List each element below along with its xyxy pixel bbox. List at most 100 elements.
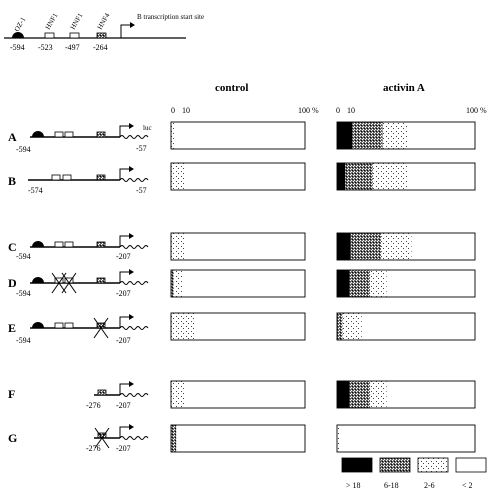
bar-segment-d-activin-c2_6 xyxy=(370,270,387,297)
construct-b-left: -574 xyxy=(28,186,43,195)
transcription-arrowhead xyxy=(130,22,135,28)
control-scale-ten: 10 xyxy=(182,106,190,115)
bar-segment-e-control-lt2 xyxy=(195,313,305,340)
construct-label-d: D xyxy=(8,276,17,290)
bar-segment-e-activin-lt2 xyxy=(361,313,475,340)
legend-label: 6-18 xyxy=(384,481,399,490)
construct-e-left: -594 xyxy=(16,336,31,345)
construct-a-left: -594 xyxy=(16,145,31,154)
bar-segment-f-control-lt2 xyxy=(184,381,305,408)
bar-outline-g-activin xyxy=(336,424,476,453)
bar-segment-a-activin-c2_6 xyxy=(382,122,408,149)
header-position: -523 xyxy=(38,43,53,52)
bar-outline-e-control xyxy=(170,312,306,341)
activin-scale-ten: 10 xyxy=(347,106,355,115)
control-column-title: control xyxy=(215,82,248,94)
construct-f-diagram xyxy=(94,381,149,397)
bar-segment-c-control-c2_6 xyxy=(171,233,185,260)
bar-outline-f-control xyxy=(170,380,306,409)
bar-outline-d-activin xyxy=(336,269,476,298)
header-position: -497 xyxy=(65,43,80,52)
construct-d-right: -207 xyxy=(116,289,131,298)
bar-segment-b-control-lt2 xyxy=(184,163,305,190)
construct-d-diagram xyxy=(30,269,149,294)
legend-label: > 18 xyxy=(346,481,361,490)
bar-outline-c-activin xyxy=(336,232,476,261)
bar-segment-c-activin-gt18 xyxy=(337,233,351,260)
bar-segment-d-control-c6_18 xyxy=(171,270,174,297)
bar-segment-b-activin-c2_6 xyxy=(372,163,408,190)
bar-outline-f-activin xyxy=(336,380,476,409)
construct-g-right: -207 xyxy=(116,444,131,453)
oz1-element xyxy=(12,32,24,38)
control-scale-zero: 0 xyxy=(171,106,175,115)
bar-segment-b-activin-lt2 xyxy=(407,163,475,190)
bar-segment-g-activin-lt2 xyxy=(339,425,475,452)
bar-segment-b-control-c2_6 xyxy=(171,163,185,190)
bar-segment-d-activin-lt2 xyxy=(386,270,475,297)
legend-swatch-lt2 xyxy=(455,457,487,473)
bar-segment-c-activin-c2_6 xyxy=(381,233,412,260)
construct-f-right: -207 xyxy=(116,401,131,410)
construct-f-left: -276 xyxy=(86,401,101,410)
bar-outline-e-activin xyxy=(336,312,476,341)
bar-segment-f-activin-gt18 xyxy=(337,381,350,408)
legend-label: 2-6 xyxy=(424,481,435,490)
hnf1-element-1 xyxy=(44,32,55,39)
bar-segment-a-activin-lt2 xyxy=(407,122,475,149)
header-element-label: HNF1 xyxy=(44,11,60,31)
header-title: B transcription start site xyxy=(137,13,204,21)
bar-outline-b-activin xyxy=(336,162,476,191)
construct-g-diagram xyxy=(94,424,149,449)
construct-e-right: -207 xyxy=(116,336,131,345)
header-position: -594 xyxy=(10,43,25,52)
bar-segment-f-activin-c2_6 xyxy=(370,381,387,408)
bar-segment-c-control-lt2 xyxy=(184,233,305,260)
bar-segment-b-activin-c6_18 xyxy=(345,163,373,190)
construct-diagrams xyxy=(28,123,149,449)
bar-segment-d-activin-gt18 xyxy=(337,270,350,297)
construct-b-diagram xyxy=(28,166,149,182)
bar-outline-a-control xyxy=(170,121,306,150)
activin-scale-zero: 0 xyxy=(336,106,340,115)
bar-segment-a-activin-gt18 xyxy=(337,122,353,149)
transcription-arrow xyxy=(120,24,131,38)
hnf1-element-2 xyxy=(69,32,80,39)
bar-segment-d-control-lt2 xyxy=(183,270,305,297)
bar-segment-f-activin-lt2 xyxy=(386,381,475,408)
construct-c-left: -594 xyxy=(16,252,31,261)
bar-segment-c-activin-c6_18 xyxy=(350,233,382,260)
bar-segment-a-control-lt2 xyxy=(175,122,305,149)
bar-outline-b-control xyxy=(170,162,306,191)
bar-segment-f-activin-c6_18 xyxy=(349,381,371,408)
bar-outline-a-activin xyxy=(336,121,476,150)
construct-a-diagram xyxy=(30,123,149,139)
bar-segment-b-activin-gt18 xyxy=(337,163,346,190)
construct-label-a: A xyxy=(8,130,17,144)
header-element-label: HNF4 xyxy=(96,11,112,31)
construct-c-diagram xyxy=(30,233,149,249)
bar-segment-e-activin-c6_18 xyxy=(337,313,343,340)
activin-scale-hundred: 100 % xyxy=(466,106,487,115)
bar-segment-a-activin-c6_18 xyxy=(352,122,383,149)
construct-e-diagram xyxy=(30,314,149,339)
header-element-label: OZ-1 xyxy=(13,15,28,33)
bar-group xyxy=(170,121,476,453)
control-scale-hundred: 100 % xyxy=(298,106,319,115)
bar-segment-e-activin-c2_6 xyxy=(342,313,362,340)
bar-outline-d-control xyxy=(170,269,306,298)
bar-segment-d-activin-c6_18 xyxy=(349,270,371,297)
header-position: -264 xyxy=(93,43,108,52)
bar-segment-e-control-c2_6 xyxy=(171,313,196,340)
legend-swatch-2-6 xyxy=(417,457,449,473)
bar-outline-g-control xyxy=(170,424,306,453)
construct-b-right: -57 xyxy=(136,186,147,195)
construct-a-right: -57 xyxy=(136,144,147,153)
bar-outline-c-control xyxy=(170,232,306,261)
construct-c-right: -207 xyxy=(116,252,131,261)
construct-label-c: C xyxy=(8,240,17,254)
construct-label-g: G xyxy=(8,431,17,445)
construct-d-left: -594 xyxy=(16,289,31,298)
bar-segment-g-control-lt2 xyxy=(176,425,305,452)
